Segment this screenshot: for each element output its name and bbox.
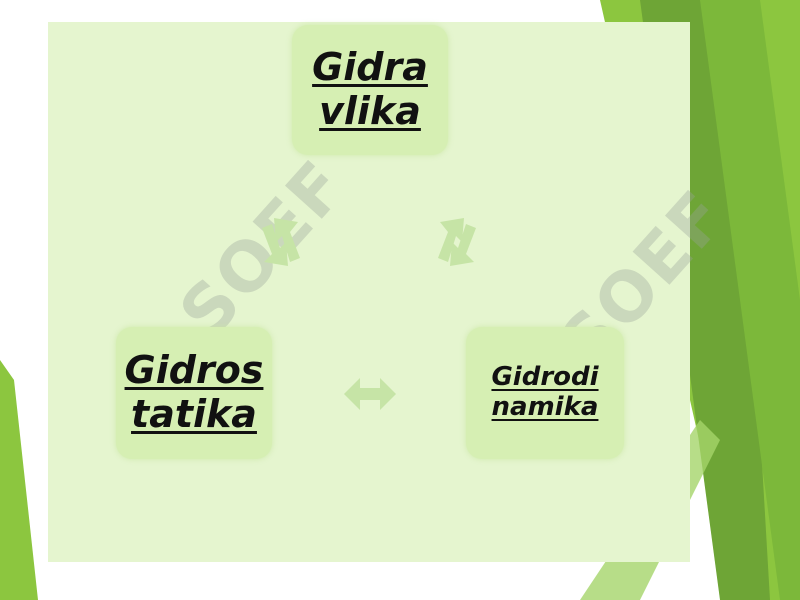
node-label-line: tatika — [131, 392, 257, 436]
node-gidrostatika: Gidros tatika — [116, 327, 272, 459]
node-gidrodinamika: Gidrodi namika — [466, 327, 624, 459]
arrow-top-left-icon — [262, 218, 300, 266]
node-label-line: Gidra — [312, 45, 428, 90]
node-label-line: Gidrodi — [491, 362, 599, 393]
arrow-bottom-icon — [344, 378, 396, 410]
green-stripe-mid — [700, 0, 800, 600]
node-label-line: namika — [491, 392, 599, 422]
node-label-line: vlika — [319, 89, 421, 133]
arrow-top-right-icon — [438, 218, 476, 266]
node-label-line: Gidros — [124, 348, 264, 393]
green-stripe-left — [0, 360, 38, 600]
node-gidravlika: Gidra vlika — [292, 25, 448, 155]
